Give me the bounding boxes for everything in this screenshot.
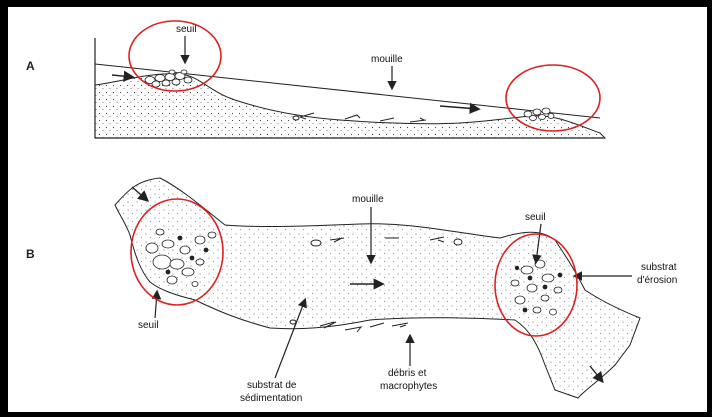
panel-a-flow-arrow-right	[440, 106, 478, 109]
panel-a-label-seuil: seuil	[176, 24, 197, 35]
panel-b-label-substrat: substrat	[641, 262, 677, 273]
panel-a-flow-arrow-left	[112, 75, 132, 77]
panel-b-label-seuil-left: seuil	[138, 320, 159, 331]
panel-b-label-sedimentation: sédimentation	[240, 393, 302, 404]
panel-a-streambed	[95, 74, 605, 138]
panel-a-label-mouille: mouille	[371, 54, 403, 65]
panel-b-seuil-left-pointer	[155, 292, 157, 318]
panel-b-label-macrophytes: macrophytes	[380, 381, 437, 392]
panel-a-letter: A	[26, 59, 35, 73]
panel-b-label-mouille: mouille	[352, 194, 384, 205]
panel-b-letter: B	[26, 247, 35, 261]
panel-b-label-erosion: d'érosion	[637, 275, 677, 286]
panel-b-label-substrat-de: substrat de	[247, 380, 297, 391]
panel-b-label-seuil-right: seuil	[525, 212, 546, 223]
panel-b-label-debris: débris et	[388, 368, 427, 379]
